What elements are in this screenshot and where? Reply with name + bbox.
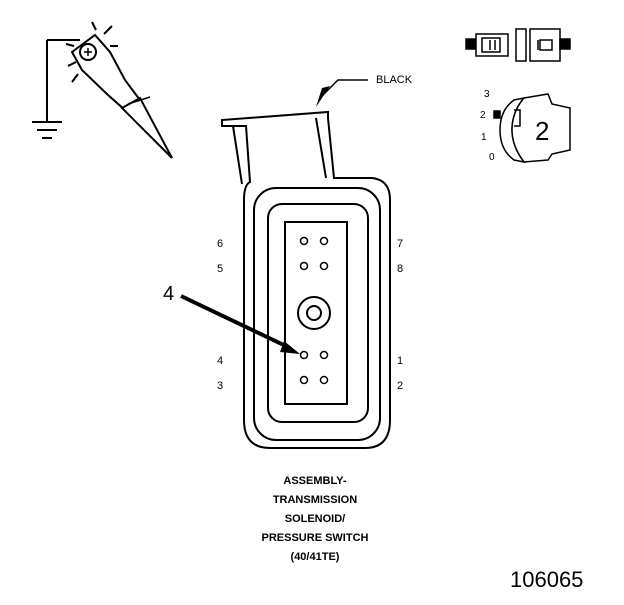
caption-line: PRESSURE SWITCH [261,532,369,544]
view-position-3: 3 [484,89,490,100]
pin-hole-3 [299,375,309,385]
pin-label-8: 8 [397,263,404,275]
pin-label-4: 4 [217,355,224,367]
pin-hole-4 [299,350,309,360]
connector-side-view-icon [465,28,571,62]
pin-hole-8 [319,261,329,271]
caption-line: SOLENOID/ [284,513,346,525]
view-indicator-icon [493,93,571,164]
pin-label-7: 7 [397,238,404,250]
pin-label-2: 2 [397,380,404,392]
caption-line: ASSEMBLY- [283,475,347,487]
view-number: 2 [535,116,550,146]
connector-housing [221,110,391,449]
figure-number: 106065 [510,567,584,592]
pin-hole-2 [319,375,329,385]
pin-label-1: 1 [397,355,404,367]
component-caption: ASSEMBLY- TRANSMISSION SOLENOID/ PRESSUR… [230,472,400,567]
wire-color-label: BLACK [376,74,413,86]
pin-hole-5 [299,261,309,271]
view-position-1: 1 [481,132,487,143]
pin-hole-1 [319,350,329,360]
caption-line: (40/41TE) [290,551,340,563]
callout-arrow [180,294,300,354]
pin-label-3: 3 [217,380,224,392]
pin-label-6: 6 [217,238,224,250]
pin-label-5: 5 [217,263,224,275]
pin-holes [299,236,329,385]
caption-line: TRANSMISSION [272,494,358,506]
view-position-0: 0 [489,152,495,163]
black-wire-leader [316,79,368,107]
callout-number: 4 [163,283,175,305]
pin-hole-7 [319,236,329,246]
view-position-2: 2 [480,110,486,121]
test-probe-icon [32,21,173,159]
pin-hole-6 [299,236,309,246]
